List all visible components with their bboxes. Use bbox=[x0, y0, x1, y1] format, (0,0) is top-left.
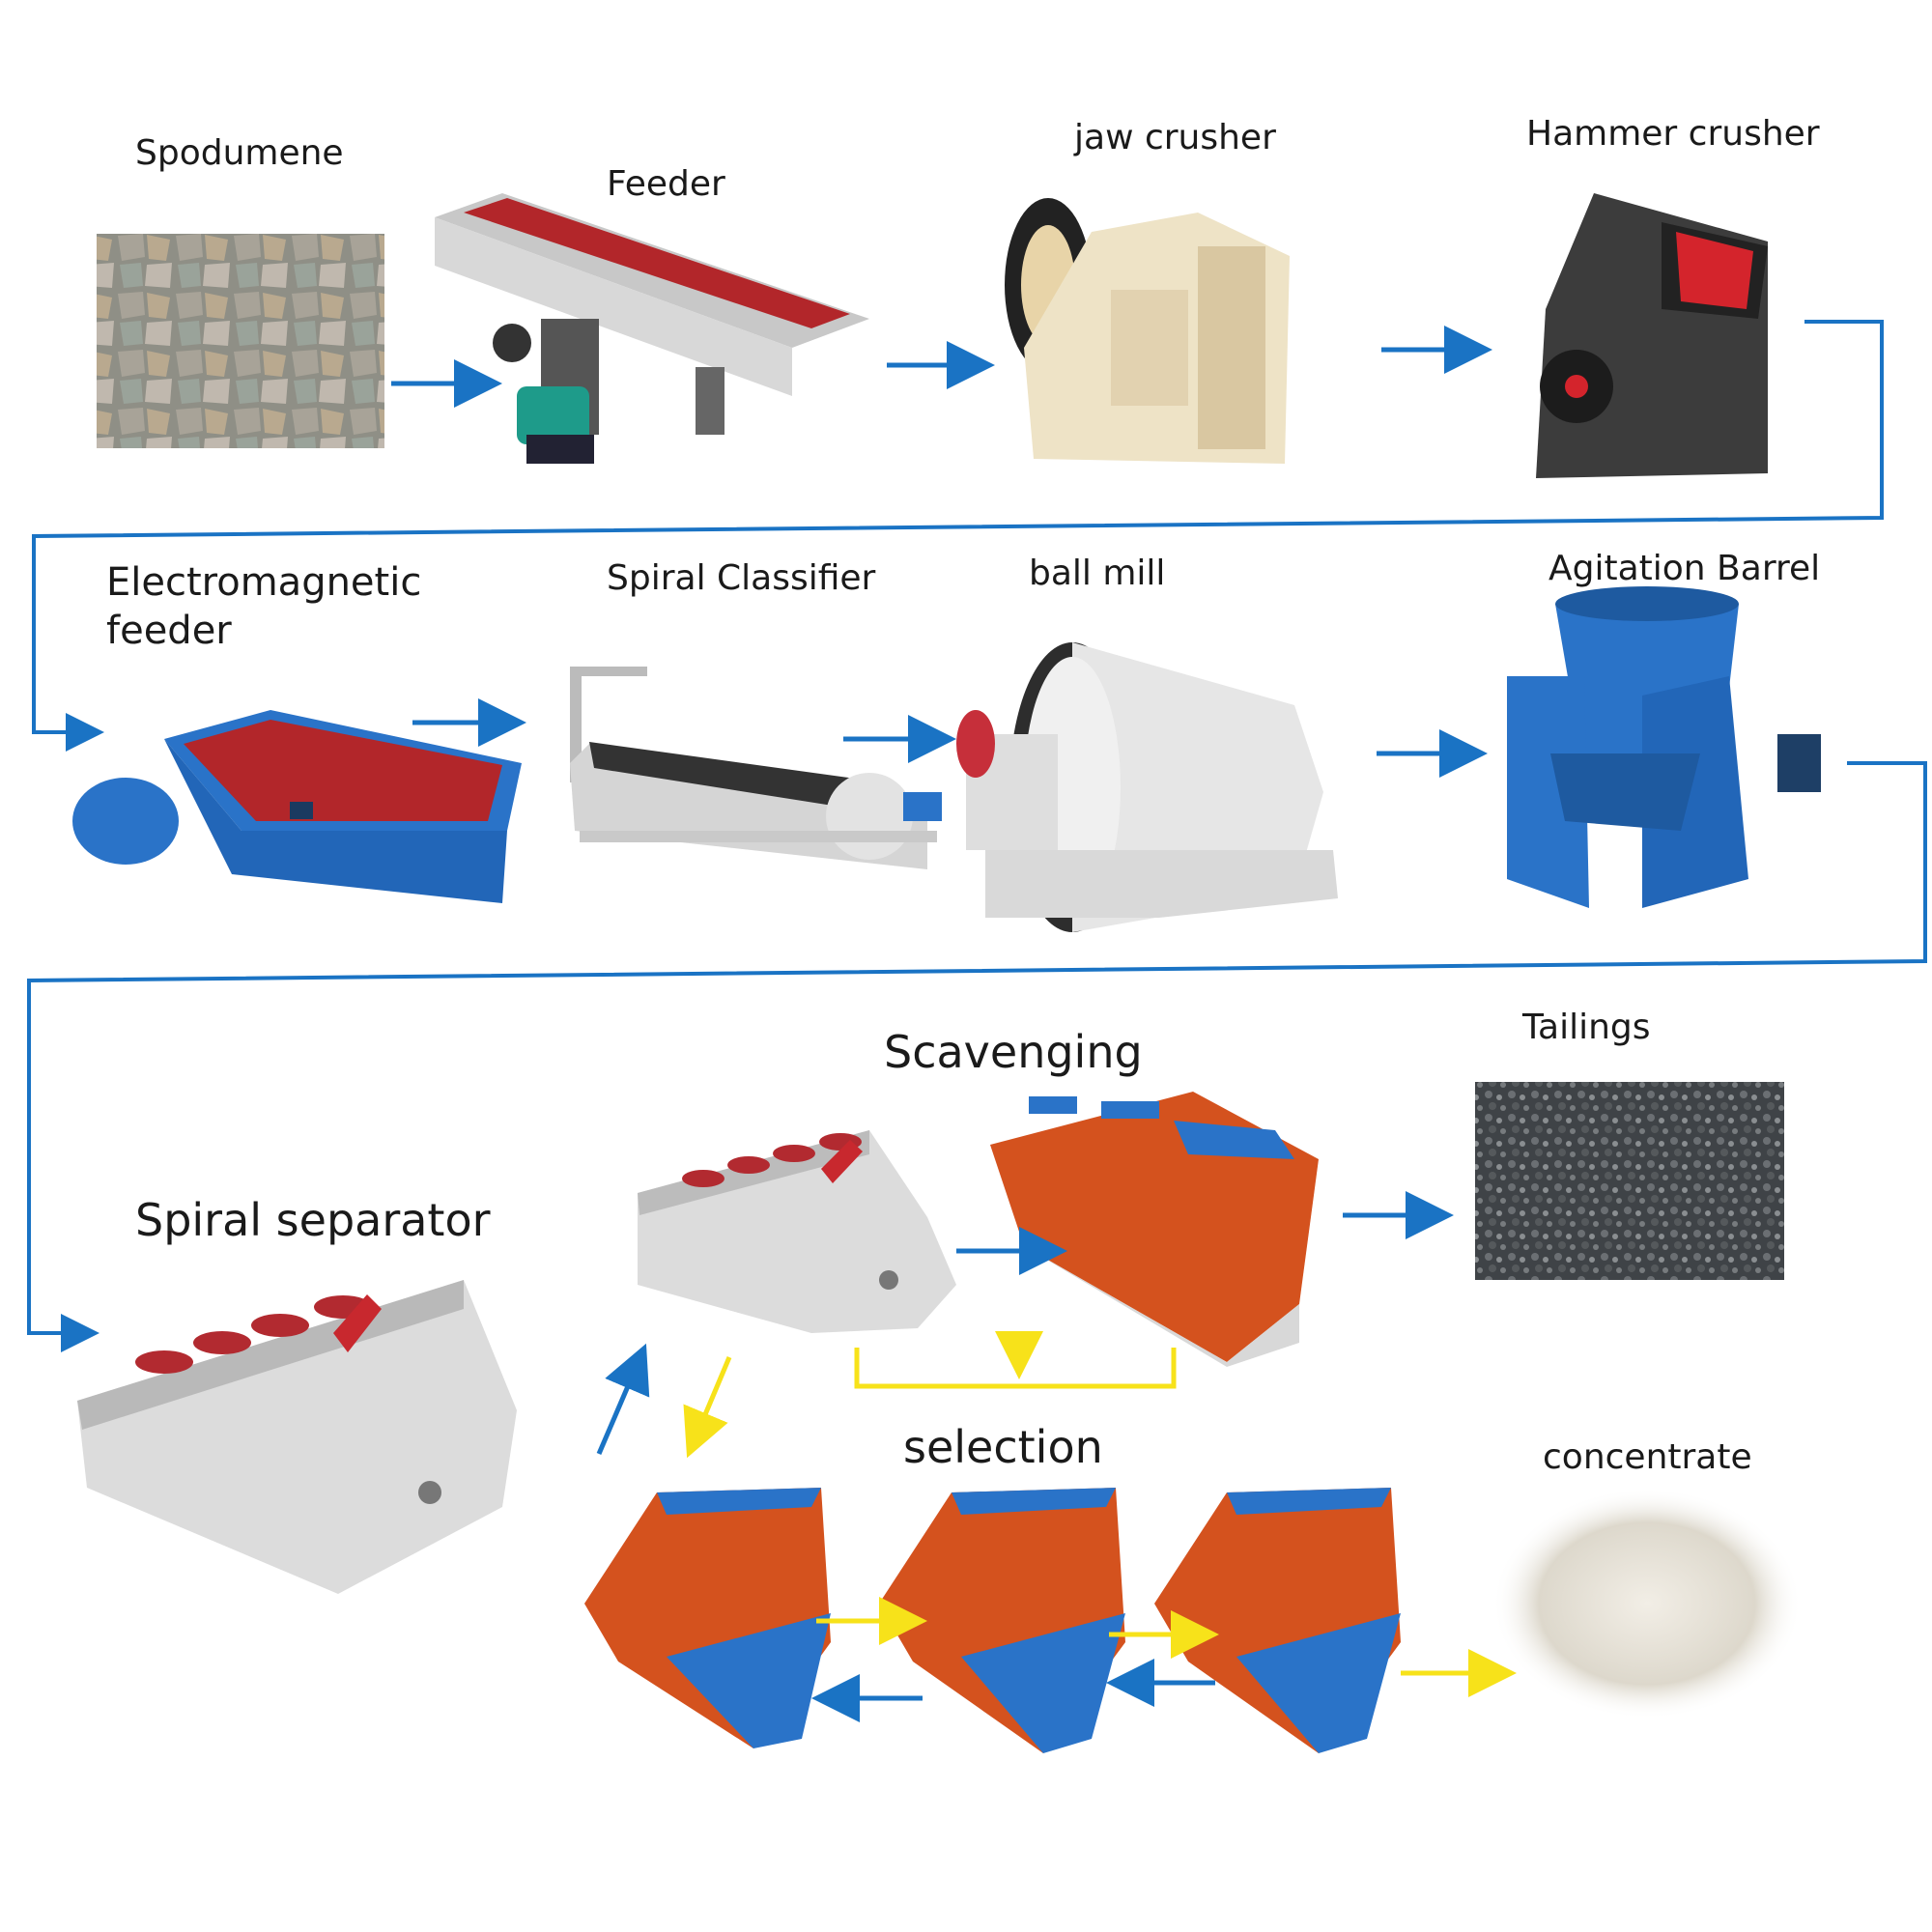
concentrate-image bbox=[1492, 1488, 1802, 1719]
spiral-classifier-image bbox=[570, 667, 942, 869]
label-selection: selection bbox=[903, 1421, 1103, 1473]
tailings-image bbox=[1475, 1082, 1784, 1280]
flow-arrows-row3-yellow bbox=[683, 1331, 1517, 1697]
flow-arrows-row3-blue bbox=[596, 1191, 1454, 1722]
selection-flotation-cell-1 bbox=[584, 1488, 831, 1748]
flow-arrows-row1 bbox=[391, 326, 1492, 408]
scavenging-return-bracket bbox=[854, 1348, 1177, 1389]
jaw-crusher-image bbox=[1005, 198, 1290, 464]
selection-flotation-cell-3 bbox=[1154, 1488, 1401, 1753]
label-scavenging: Scavenging bbox=[884, 1026, 1143, 1078]
connector-row2-row3 bbox=[27, 761, 1927, 1352]
scavenging-flotation-image bbox=[990, 1092, 1319, 1367]
label-tailings: Tailings bbox=[1522, 1008, 1651, 1047]
label-jaw-crusher: jaw crusher bbox=[1074, 118, 1276, 157]
hammer-crusher-image bbox=[1536, 193, 1768, 478]
spiral-separator-image bbox=[77, 1280, 517, 1594]
label-electromagnetic-feeder-line2: feeder bbox=[106, 609, 232, 653]
ball-mill-image bbox=[956, 642, 1338, 932]
connector-row1-row2 bbox=[32, 320, 1884, 752]
spodumene-image bbox=[97, 234, 384, 448]
agitation-barrel-image bbox=[1507, 586, 1821, 908]
arrow-rougher-selection bbox=[683, 1356, 732, 1459]
label-agitation-barrel: Agitation Barrel bbox=[1548, 549, 1821, 588]
label-spiral-separator: Spiral separator bbox=[135, 1194, 491, 1246]
electromagnetic-feeder-image bbox=[72, 710, 522, 903]
label-spodumene: Spodumene bbox=[135, 133, 344, 173]
arrow-separator-rougher bbox=[596, 1343, 650, 1455]
feeder-image bbox=[435, 193, 869, 464]
rougher-flotation-image bbox=[638, 1130, 956, 1333]
label-hammer-crusher: Hammer crusher bbox=[1526, 114, 1820, 154]
label-feeder: Feeder bbox=[607, 164, 725, 204]
label-ball-mill: ball mill bbox=[1029, 554, 1166, 593]
flow-arrows-row2 bbox=[412, 698, 1488, 778]
label-concentrate: concentrate bbox=[1543, 1437, 1752, 1477]
selection-flotation-cell-2 bbox=[879, 1488, 1125, 1753]
label-spiral-classifier: Spiral Classifier bbox=[607, 558, 876, 598]
label-electromagnetic-feeder-line1: Electromagnetic bbox=[106, 560, 422, 605]
